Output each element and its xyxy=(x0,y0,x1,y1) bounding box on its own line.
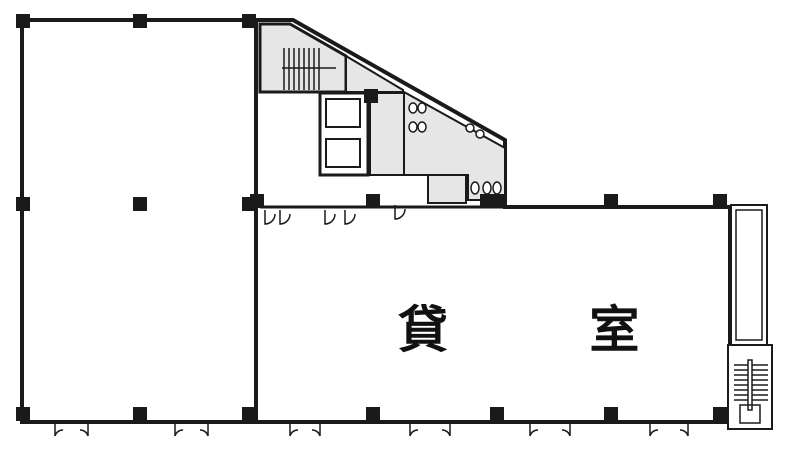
door[interactable] xyxy=(561,422,571,437)
door[interactable] xyxy=(264,210,276,225)
column xyxy=(364,89,378,103)
door[interactable] xyxy=(279,210,291,225)
column xyxy=(480,194,494,208)
door[interactable] xyxy=(311,422,321,437)
column xyxy=(490,407,504,421)
balcony xyxy=(727,204,773,430)
stairs-treads xyxy=(282,48,336,90)
column xyxy=(133,14,147,28)
room-label: 貸 室 xyxy=(398,301,702,359)
shaft-room xyxy=(369,92,405,176)
column xyxy=(713,194,727,208)
pantry xyxy=(427,174,467,204)
door[interactable] xyxy=(679,422,689,437)
column xyxy=(250,194,264,208)
door[interactable] xyxy=(174,422,184,437)
door[interactable] xyxy=(409,422,419,437)
door[interactable] xyxy=(529,422,539,437)
column xyxy=(604,194,618,208)
elevator-car-2 xyxy=(325,138,361,168)
column xyxy=(16,14,30,28)
elevator-car-1 xyxy=(325,98,361,128)
column xyxy=(366,407,380,421)
door[interactable] xyxy=(199,422,209,437)
door[interactable] xyxy=(324,210,336,225)
column xyxy=(604,407,618,421)
door[interactable] xyxy=(441,422,451,437)
column xyxy=(366,194,380,208)
stair-core xyxy=(258,22,348,94)
column xyxy=(242,14,256,28)
restroom xyxy=(403,90,506,201)
door[interactable] xyxy=(54,422,64,437)
doors xyxy=(54,205,689,437)
door[interactable] xyxy=(394,205,406,220)
shaft xyxy=(345,54,404,93)
door[interactable] xyxy=(649,422,659,437)
columns xyxy=(16,14,727,421)
core xyxy=(258,22,506,204)
column xyxy=(133,407,147,421)
column xyxy=(16,197,30,211)
column xyxy=(242,407,256,421)
door[interactable] xyxy=(79,422,89,437)
emergency-stairs xyxy=(734,359,768,424)
door[interactable] xyxy=(289,422,299,437)
door[interactable] xyxy=(344,210,356,225)
toilets xyxy=(408,102,502,195)
column xyxy=(16,407,30,421)
column xyxy=(133,197,147,211)
column xyxy=(713,407,727,421)
